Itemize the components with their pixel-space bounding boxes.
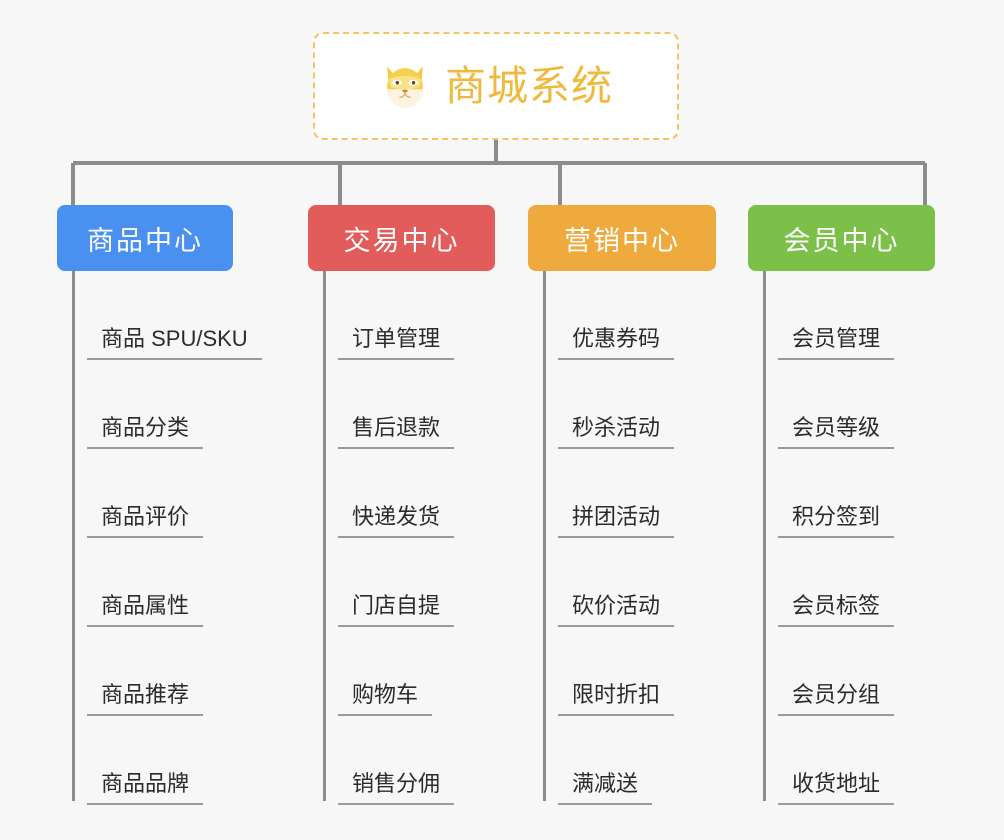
leaf-label: 销售分佣 — [338, 770, 455, 805]
leaf-item[interactable]: 商品品牌 — [57, 716, 233, 805]
leaf-label: 购物车 — [338, 681, 433, 716]
leaf-label: 限时折扣 — [558, 681, 675, 716]
branch-head-3[interactable]: 营销中心 — [528, 205, 716, 271]
branch-head-1[interactable]: 商品中心 — [57, 205, 233, 271]
branch-title: 商品中心 — [87, 225, 203, 256]
leaf-label: 商品推荐 — [87, 681, 204, 716]
leaf-label: 快递发货 — [338, 503, 455, 538]
leaf-item[interactable]: 快递发货 — [308, 449, 495, 538]
branch-head-4[interactable]: 会员中心 — [748, 205, 935, 271]
branch-head-2[interactable]: 交易中心 — [308, 205, 495, 271]
branch-3: 营销中心优惠券码秒杀活动拼团活动砍价活动限时折扣满减送 — [528, 205, 716, 805]
leaf-label: 商品 SPU/SKU — [87, 325, 262, 360]
leaf-item[interactable]: 积分签到 — [748, 449, 935, 538]
leaf-item[interactable]: 门店自提 — [308, 538, 495, 627]
leaf-label: 订单管理 — [338, 325, 455, 360]
leaf-list-1: 商品 SPU/SKU 商品分类商品评价商品属性商品推荐商品品牌 — [57, 271, 262, 805]
branch-1: 商品中心商品 SPU/SKU 商品分类商品评价商品属性商品推荐商品品牌 — [57, 205, 262, 805]
leaf-label: 拼团活动 — [558, 503, 675, 538]
leaf-label: 商品评价 — [87, 503, 204, 538]
leaf-item[interactable]: 会员分组 — [748, 627, 935, 716]
leaf-list-2: 订单管理售后退款快递发货门店自提购物车销售分佣 — [308, 271, 495, 805]
leaf-label: 会员标签 — [778, 592, 895, 627]
leaf-item[interactable]: 拼团活动 — [528, 449, 716, 538]
branch-title: 营销中心 — [564, 225, 680, 256]
leaf-label: 秒杀活动 — [558, 414, 675, 449]
leaf-label: 会员等级 — [778, 414, 895, 449]
leaf-list-4: 会员管理会员等级积分签到会员标签会员分组收货地址 — [748, 271, 935, 805]
leaf-item[interactable]: 商品属性 — [57, 538, 233, 627]
leaf-item[interactable]: 商品推荐 — [57, 627, 233, 716]
shiba-dog-face-icon — [387, 66, 423, 108]
leaf-item[interactable]: 会员等级 — [748, 360, 935, 449]
leaf-label: 积分签到 — [778, 503, 895, 538]
leaf-item[interactable]: 商品评价 — [57, 449, 233, 538]
leaf-item[interactable]: 订单管理 — [308, 271, 495, 360]
leaf-label: 满减送 — [558, 770, 653, 805]
leaf-item[interactable]: 会员管理 — [748, 271, 935, 360]
leaf-item[interactable]: 售后退款 — [308, 360, 495, 449]
leaf-item[interactable]: 商品 SPU/SKU — [57, 271, 262, 360]
leaf-item[interactable]: 优惠券码 — [528, 271, 716, 360]
root-node[interactable]: 商城系统 — [313, 32, 679, 140]
leaf-label: 会员分组 — [778, 681, 895, 716]
leaf-label: 砍价活动 — [558, 592, 675, 627]
leaf-item[interactable]: 秒杀活动 — [528, 360, 716, 449]
branch-2: 交易中心订单管理售后退款快递发货门店自提购物车销售分佣 — [308, 205, 495, 805]
leaf-item[interactable]: 销售分佣 — [308, 716, 495, 805]
leaf-item[interactable]: 砍价活动 — [528, 538, 716, 627]
leaf-item[interactable]: 满减送 — [528, 716, 716, 805]
leaf-item[interactable]: 购物车 — [308, 627, 495, 716]
leaf-label: 优惠券码 — [558, 325, 675, 360]
branch-title: 交易中心 — [343, 225, 460, 256]
leaf-label: 商品属性 — [87, 592, 204, 627]
leaf-label: 售后退款 — [338, 414, 455, 449]
leaf-list-3: 优惠券码秒杀活动拼团活动砍价活动限时折扣满减送 — [528, 271, 716, 805]
leaf-label: 商品分类 — [87, 414, 204, 449]
branch-title: 会员中心 — [783, 225, 900, 256]
leaf-label: 商品品牌 — [87, 770, 204, 805]
leaf-label: 收货地址 — [778, 770, 895, 805]
leaf-item[interactable]: 限时折扣 — [528, 627, 716, 716]
leaf-item[interactable]: 收货地址 — [748, 716, 935, 805]
leaf-item[interactable]: 会员标签 — [748, 538, 935, 627]
leaf-item[interactable]: 商品分类 — [57, 360, 233, 449]
root-title: 商城系统 — [445, 62, 613, 109]
branch-4: 会员中心会员管理会员等级积分签到会员标签会员分组收货地址 — [748, 205, 935, 805]
leaf-label: 会员管理 — [778, 325, 895, 360]
leaf-label: 门店自提 — [338, 592, 455, 627]
